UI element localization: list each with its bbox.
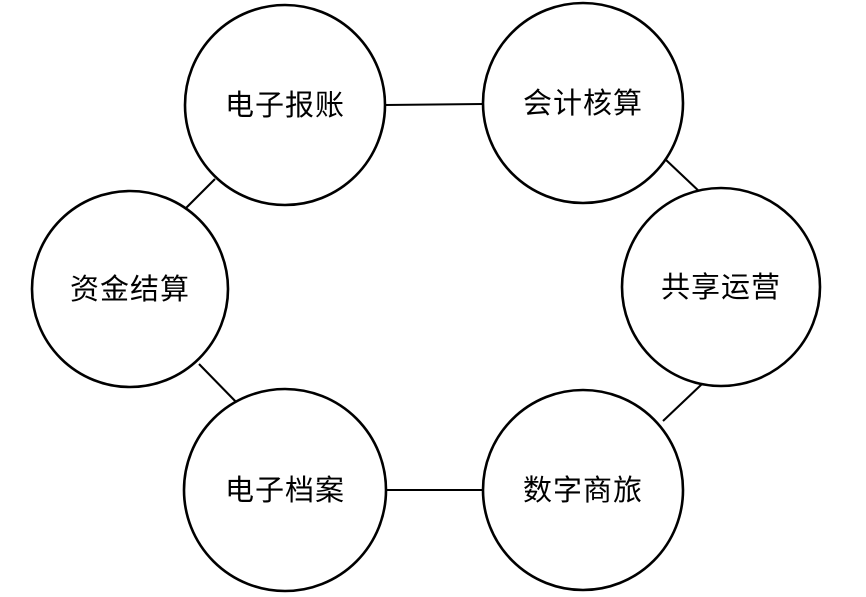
connector-link-reimbursement-accounting — [384, 102, 484, 107]
connector-link-accounting-shared — [664, 158, 703, 195]
node-circle-digital-business-travel[interactable] — [481, 388, 685, 592]
connector-link-settlement-reimbursement — [185, 178, 216, 209]
node-circle-shared-operations[interactable] — [620, 186, 822, 388]
node-label-fund-settlement: 资金结算 — [70, 273, 190, 306]
connector-link-shared-travel — [662, 383, 703, 422]
node-electronic-archives[interactable]: 电子档案 — [182, 387, 388, 593]
node-circle-accounting[interactable] — [481, 1, 685, 205]
node-label-accounting: 会计核算 — [523, 87, 643, 120]
node-shared-operations[interactable]: 共享运营 — [620, 186, 822, 388]
node-label-electronic-archives: 电子档案 — [225, 474, 345, 507]
connector-link-archives-settlement — [198, 363, 241, 407]
node-accounting[interactable]: 会计核算 — [481, 1, 685, 205]
node-circle-electronic-reimbursement[interactable] — [183, 3, 387, 207]
node-electronic-reimbursement[interactable]: 电子报账 — [183, 3, 387, 207]
node-circle-electronic-archives[interactable] — [182, 387, 388, 593]
node-label-electronic-reimbursement: 电子报账 — [225, 89, 345, 122]
node-fund-settlement[interactable]: 资金结算 — [30, 189, 230, 389]
node-circle-fund-settlement[interactable] — [30, 189, 230, 389]
connectors-group — [185, 102, 703, 492]
node-label-digital-business-travel: 数字商旅 — [523, 474, 643, 507]
node-label-shared-operations: 共享运营 — [661, 271, 781, 304]
node-digital-business-travel[interactable]: 数字商旅 — [481, 388, 685, 592]
